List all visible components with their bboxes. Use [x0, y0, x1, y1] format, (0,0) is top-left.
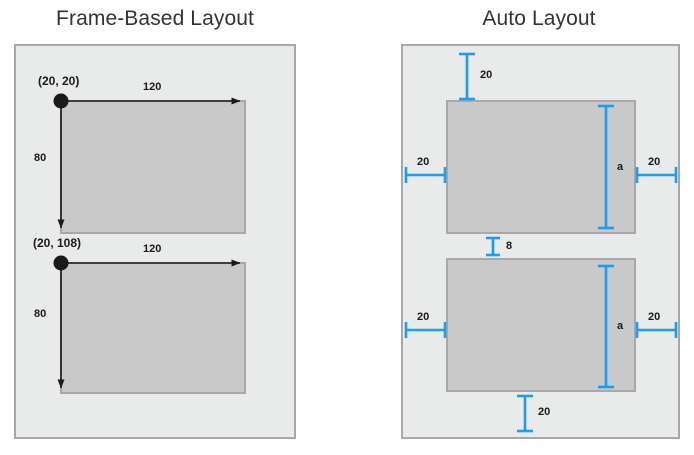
left-margin-label-box-2: 20: [417, 311, 430, 323]
bottom-margin-label-box-2: 20: [538, 406, 551, 418]
right-margin-label-box-1: 20: [648, 156, 661, 168]
auto-box-1: [446, 100, 636, 234]
height-label-auto-box-1: a: [617, 161, 624, 173]
origin-label-box-2: (20, 108): [33, 236, 82, 250]
height-label-box-1: 80: [34, 152, 47, 164]
origin-label-box-1: (20, 20): [38, 74, 80, 88]
frame-box-1: [60, 100, 246, 234]
top-margin-label-box-1: 20: [480, 69, 493, 81]
panel-title-auto-layout: Auto Layout: [482, 7, 596, 30]
width-label-box-2: 120: [143, 243, 162, 255]
height-label-auto-box-2: a: [617, 320, 624, 332]
left-margin-label-box-1: 20: [417, 156, 430, 168]
height-label-box-2: 80: [34, 308, 47, 320]
frame-box-2: [60, 262, 246, 394]
width-label-box-1: 120: [143, 81, 162, 93]
auto-box-2: [446, 258, 636, 392]
panel-title-frame-based: Frame-Based Layout: [56, 7, 254, 30]
right-margin-label-box-2: 20: [648, 311, 661, 323]
gap-label: 8: [506, 240, 513, 252]
